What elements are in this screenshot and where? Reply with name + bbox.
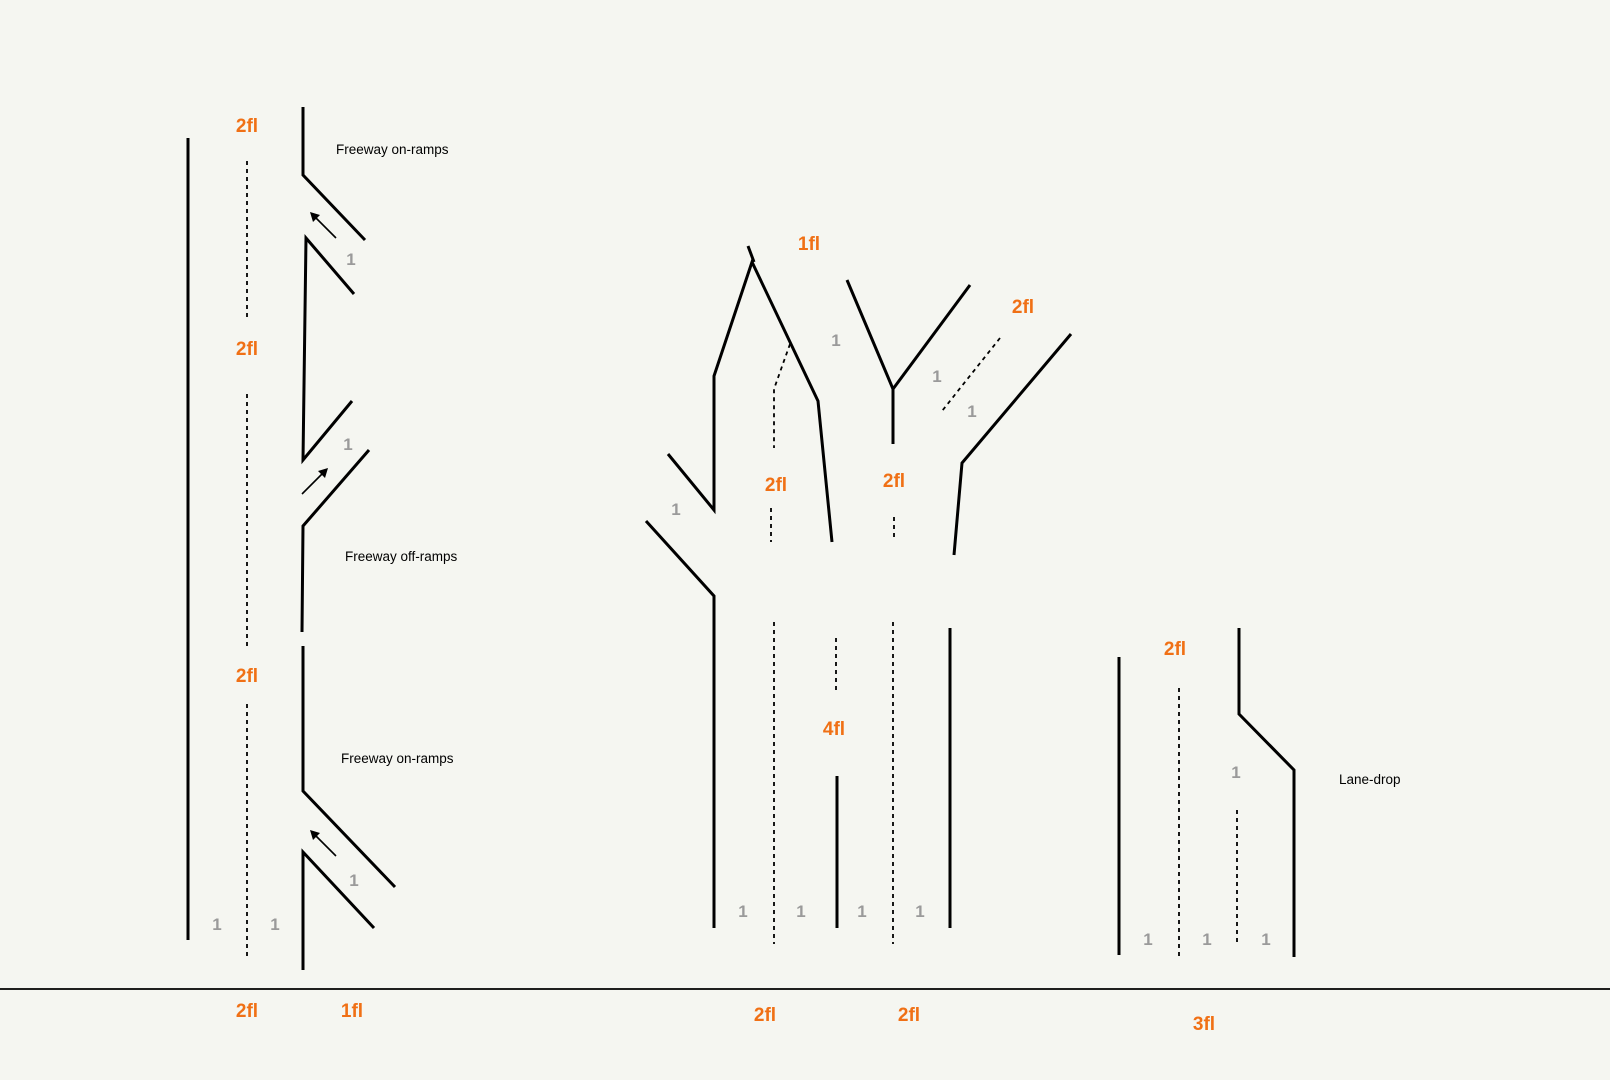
- onramp-gore-edge: [301, 848, 376, 970]
- flow-label: 1fl: [798, 234, 820, 255]
- junction-diagram: 1fl 2fl 2fl 2fl 4fl 1 1 1 1 1 1 1 1: [644, 234, 1073, 944]
- lane-count: 1: [796, 902, 805, 921]
- lane-drop-right-edge: [1237, 628, 1296, 957]
- caption-offramps: Freeway off-ramps: [345, 549, 458, 564]
- lane-drop-diagram: 2fl 1 1 1 1 Lane-drop: [1117, 628, 1401, 957]
- lane-count: 1: [738, 902, 747, 921]
- flow-label: 2fl: [883, 471, 905, 492]
- flow-label: 1fl: [341, 1001, 363, 1022]
- lane-count: 1: [932, 367, 941, 386]
- flow-label: 2fl: [765, 475, 787, 496]
- branch-edge: [952, 333, 1073, 556]
- branch-edge: [891, 284, 972, 390]
- flow-label: 2fl: [898, 1005, 920, 1026]
- lane-count: 1: [349, 871, 358, 890]
- lane-count: 1: [1261, 930, 1270, 949]
- lane-count: 1: [967, 402, 976, 421]
- branch-edge: [666, 257, 834, 543]
- lane-count: 1: [1143, 930, 1152, 949]
- lane-count: 1: [1202, 930, 1211, 949]
- lane-count: 1: [915, 902, 924, 921]
- lane-count: 1: [857, 902, 866, 921]
- caption-onramps-top: Freeway on-ramps: [336, 142, 449, 157]
- flow-label: 2fl: [1164, 639, 1186, 660]
- flow-label: 2fl: [754, 1005, 776, 1026]
- lane-count: 1: [270, 915, 279, 934]
- caption-onramps-bottom: Freeway on-ramps: [341, 751, 454, 766]
- lane-count: 1: [831, 331, 840, 350]
- merge-arrow-icon: [310, 830, 337, 857]
- lane-count: 1: [1231, 763, 1240, 782]
- onramp-merge-edge: [301, 646, 397, 889]
- lane-divider: [941, 337, 1001, 412]
- flow-label: 2fl: [1012, 297, 1034, 318]
- lane-count: 1: [212, 915, 221, 934]
- offramp-diverge-edge: [300, 449, 371, 633]
- lane-divider: [773, 343, 791, 448]
- branch-edge: [845, 279, 895, 444]
- flow-label: 2fl: [236, 1001, 258, 1022]
- lane-count: 1: [343, 435, 352, 454]
- flow-label: 2fl: [236, 339, 258, 360]
- trunk-left-edge: [644, 519, 716, 928]
- lane-count: 1: [671, 500, 680, 519]
- lane-count: 1: [346, 250, 355, 269]
- freeway-ramps-diagram: 2fl 2fl 2fl 1 1 1 1 1 Freeway on-ramps F…: [186, 107, 458, 970]
- ramp-gore-edge: [301, 234, 356, 465]
- flow-label: 2fl: [236, 116, 258, 137]
- flow-label: 3fl: [1193, 1014, 1215, 1035]
- flow-label: 2fl: [236, 666, 258, 687]
- caption-lanedrop: Lane-drop: [1339, 772, 1401, 787]
- branch-edge: [746, 245, 756, 263]
- merge-arrow-icon: [310, 212, 337, 239]
- onramp-merge-edge: [301, 107, 367, 242]
- flow-label: 4fl: [823, 719, 845, 740]
- diverge-arrow-icon: [301, 468, 328, 495]
